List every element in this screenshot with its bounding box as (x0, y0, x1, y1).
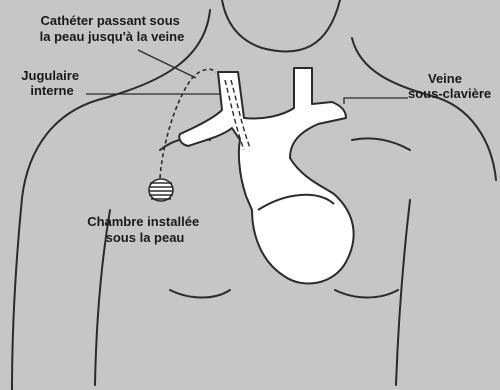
subclavian-label-line1: Veine (428, 71, 462, 86)
catheter-label-line1: Cathéter passant sous (40, 13, 179, 28)
catheter-label: Cathéter passant sous la peau jusqu'à la… (40, 13, 185, 44)
jugular-label-line2: interne (30, 83, 73, 98)
jugular-label-line1: Jugulaire (21, 68, 79, 83)
subclavian-label-line2: sous-clavière (408, 86, 491, 101)
chamber-label-line1: Chambre installée (87, 214, 199, 229)
chamber-label-line2: sous la peau (106, 230, 185, 245)
jugular-label: Jugulaire interne (21, 68, 82, 98)
catheter-label-line2: la peau jusqu'à la veine (40, 29, 185, 44)
implanted-chamber (149, 179, 173, 201)
